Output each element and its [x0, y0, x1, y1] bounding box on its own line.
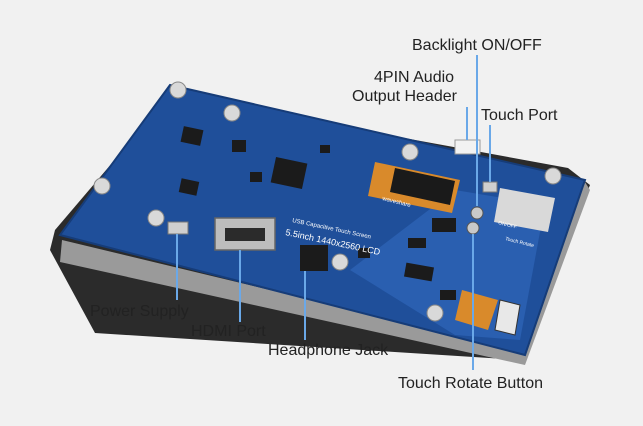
chip — [432, 218, 456, 232]
standoff — [544, 167, 562, 185]
board-onoff-text: ON/OFF — [498, 220, 518, 230]
backlight-switch — [470, 206, 484, 220]
chip — [320, 145, 330, 153]
standoffs — [93, 81, 562, 322]
standoff — [426, 304, 444, 322]
headphone-jack — [300, 245, 328, 271]
chip — [403, 262, 435, 282]
touch-flex — [455, 290, 498, 330]
label-audio-line2: Output Header — [352, 88, 457, 105]
rotate-button — [466, 221, 480, 235]
label-touch-rotate: Touch Rotate Button — [398, 375, 543, 392]
side-connector — [494, 299, 521, 336]
chip — [178, 178, 200, 196]
touch-usb-port — [482, 181, 498, 193]
pad — [494, 188, 555, 232]
standoff — [401, 143, 419, 161]
leader-lines — [176, 55, 491, 370]
chip — [358, 248, 370, 258]
chip — [232, 140, 246, 152]
label-headphone-jack: Headphone Jack — [268, 342, 389, 359]
label-audio-line1: 4PIN Audio — [374, 69, 455, 86]
standoff — [93, 177, 111, 195]
label-power-supply: Power Supply — [90, 303, 189, 320]
standoff — [223, 104, 241, 122]
standoff — [169, 81, 187, 99]
label-touch-port: Touch Port — [481, 107, 558, 124]
hdmi-slot — [225, 228, 265, 241]
screen-edge — [60, 182, 590, 365]
chips — [178, 126, 456, 300]
chip — [250, 172, 262, 182]
power-usb-port — [167, 221, 189, 235]
standoff — [147, 209, 165, 227]
label-hdmi-port: HDMI Port — [191, 323, 266, 340]
label-backlight: Backlight ON/OFF — [412, 37, 542, 54]
chip — [270, 156, 308, 190]
flex-connector — [390, 168, 455, 205]
chip — [180, 126, 204, 146]
chip — [440, 290, 456, 300]
chip — [408, 238, 426, 248]
standoff — [331, 253, 349, 271]
